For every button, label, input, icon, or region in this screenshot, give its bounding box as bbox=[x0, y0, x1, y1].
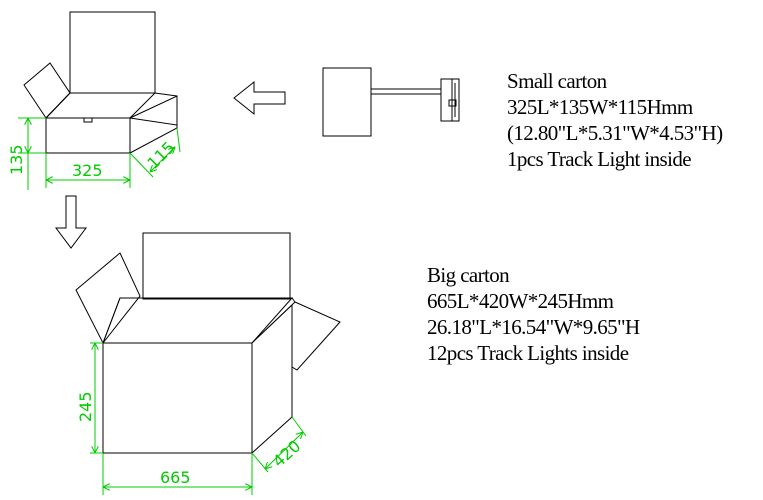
big-carton-left-flap bbox=[75, 252, 141, 344]
big-carton-title: Big carton bbox=[427, 263, 510, 287]
big-carton-front bbox=[102, 342, 253, 454]
big-carton-contents: 12pcs Track Lights inside bbox=[427, 341, 629, 365]
big-carton-info: Big carton 665L*420W*245Hmm 26.18"L*16.5… bbox=[427, 262, 640, 366]
small-carton-back-flap bbox=[69, 11, 156, 94]
big-carton-side bbox=[251, 303, 293, 455]
big-carton-dimensions-in: 26.18"L*16.54"W*9.65"H bbox=[427, 315, 640, 339]
big-carton-dimensions-mm: 665L*420W*245Hmm bbox=[427, 289, 614, 313]
big-carton-length-label: 665 bbox=[160, 468, 191, 487]
big-carton-back-flap bbox=[142, 232, 291, 300]
big-width-dim-line bbox=[265, 432, 303, 469]
small-width-dim-line bbox=[150, 147, 175, 172]
small-carton-title: Small carton bbox=[507, 69, 607, 93]
down-arrow-icon bbox=[55, 195, 87, 249]
track-light-sketch bbox=[322, 67, 460, 137]
big-carton-width-label: 420 bbox=[269, 436, 304, 471]
small-carton-left-flap bbox=[23, 62, 71, 119]
small-carton-tab bbox=[83, 117, 93, 123]
small-carton-height-label: 135 bbox=[7, 144, 26, 175]
big-carton-height-label: 245 bbox=[76, 391, 95, 422]
small-carton-contents: 1pcs Track Light inside bbox=[507, 147, 692, 171]
small-carton-dimensions-in: (12.80"L*5.31"W*4.53"H) bbox=[507, 121, 723, 145]
small-carton-length-label: 325 bbox=[72, 161, 103, 180]
small-carton-front bbox=[45, 117, 131, 154]
small-carton-dimensions-mm: 325L*135W*115Hmm bbox=[507, 95, 693, 119]
big-carton-drawing bbox=[75, 232, 341, 455]
small-carton-info: Small carton 325L*135W*115Hmm (12.80"L*5… bbox=[507, 68, 723, 172]
left-arrow-icon bbox=[233, 80, 286, 116]
small-carton-drawing bbox=[23, 11, 178, 154]
